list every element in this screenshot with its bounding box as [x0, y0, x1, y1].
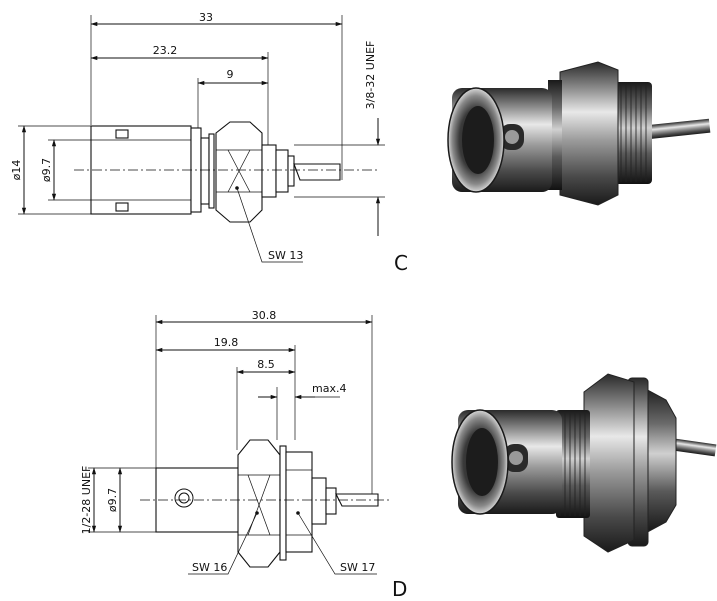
dim-inner-diameter-d: ø9.7: [106, 488, 119, 512]
drawing-c: 33 23.2 9 ø14 ø9.7 3/8-32 UNEF SW 13 C: [10, 11, 408, 275]
solder-cup-c: [293, 163, 341, 181]
drawing-d: 30.8 19.8 8.5 max.4 1/2-28 UNEF ø9.7 SW …: [80, 309, 407, 601]
dim-short-d: 8.5: [257, 358, 275, 371]
dim-mid-d: 19.8: [214, 336, 239, 349]
dim-inner-diameter-c: ø9.7: [40, 158, 53, 182]
dim-thread-c: 3/8-32 UNEF: [364, 41, 377, 110]
variant-label-d: D: [392, 577, 407, 601]
variant-label-c: C: [394, 251, 408, 275]
dim-overall-c: 33: [199, 11, 213, 24]
bayonet-pin-bottom: [115, 202, 129, 212]
wrench-size-d-2: SW 17: [340, 561, 375, 574]
dim-short-c: 9: [227, 68, 234, 81]
dim-thread-d: 1/2-28 UNEF: [80, 466, 93, 535]
hex-body-sw17: [285, 451, 313, 553]
hex-nut-sw13: [215, 121, 263, 223]
hex-nut-sw16: [237, 439, 281, 568]
wrench-size-d-1: SW 16: [192, 561, 227, 574]
connector-photo-c: [447, 61, 711, 206]
connector-photo-d: [451, 373, 717, 553]
dim-outer-diameter-c: ø14: [10, 160, 23, 181]
wrench-size-c: SW 13: [268, 249, 303, 262]
dim-overall-d: 30.8: [252, 309, 277, 322]
dim-max-panel-d: max.4: [312, 382, 346, 395]
bayonet-pin-top: [115, 129, 129, 139]
dim-mid-c: 23.2: [153, 44, 178, 57]
